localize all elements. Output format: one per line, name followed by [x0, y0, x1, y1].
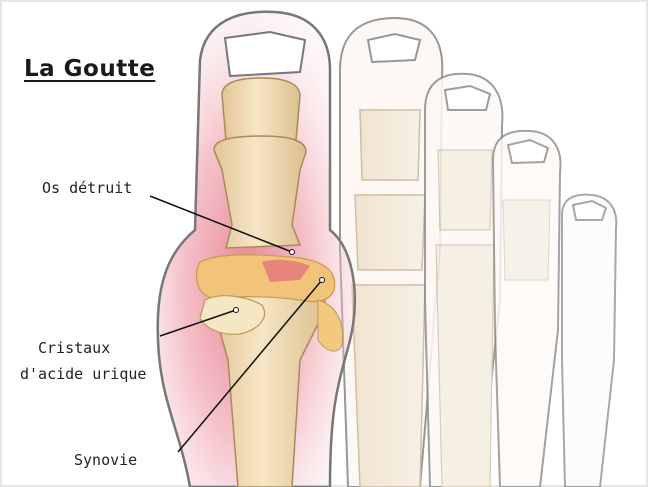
- third-toe: [425, 74, 502, 487]
- diagram-title: La Goutte: [24, 56, 155, 82]
- label-os-detruit: Os détruit: [42, 178, 132, 198]
- fourth-toe: [493, 131, 560, 487]
- fifth-toe: [562, 195, 616, 487]
- label-cristaux-line1: Cristaux: [38, 338, 110, 358]
- label-cristaux-line2: d'acide urique: [20, 364, 146, 384]
- label-synovie: Synovie: [74, 450, 137, 470]
- big-toe: [158, 12, 355, 487]
